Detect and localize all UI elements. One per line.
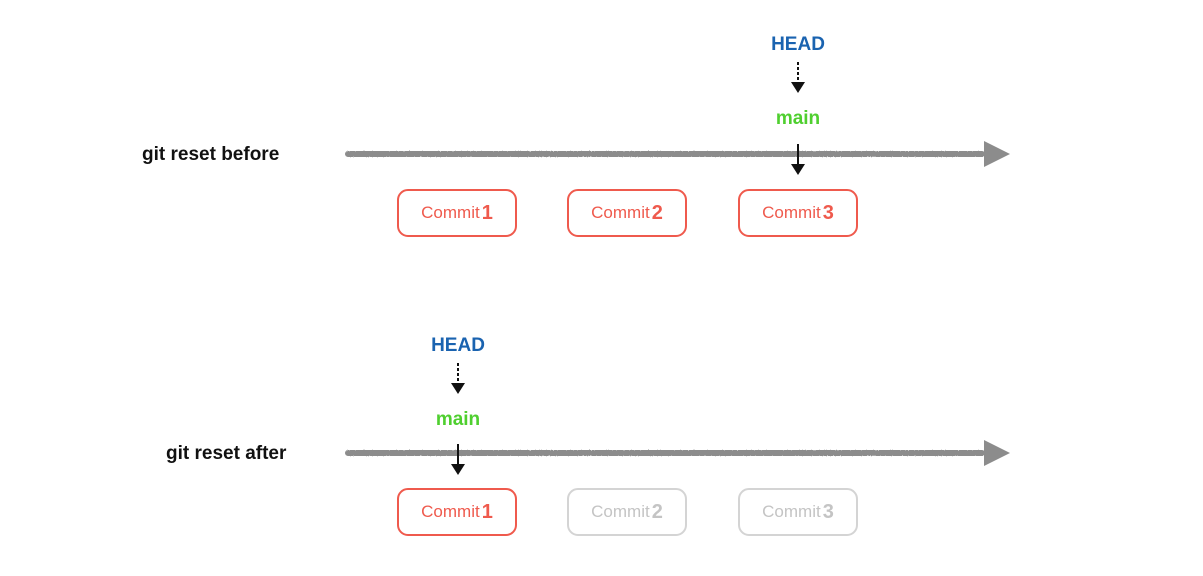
commit-number: 1 [481, 500, 493, 523]
commit-box-before-3: Commit 3 [738, 189, 858, 237]
commit-text: Commit [421, 502, 480, 521]
commit-number: 1 [481, 201, 493, 224]
commit-text: Commit [762, 502, 821, 521]
head-label-after: HEAD [431, 335, 485, 356]
commit-number: 2 [651, 201, 663, 224]
commit-text: Commit [421, 203, 480, 222]
commit-box-after-1: Commit 1 [397, 488, 517, 536]
commit-number: 3 [822, 500, 834, 523]
main-branch-label-before: main [775, 108, 821, 129]
commit-text: Commit [591, 502, 650, 521]
timeline-arrowhead-before [984, 141, 1010, 167]
main-branch-label-after: main [435, 409, 481, 430]
commit-box-after-3-faded: Commit 3 [738, 488, 858, 536]
commit-box-before-1: Commit 1 [397, 189, 517, 237]
row-label-before: git reset before [142, 144, 280, 165]
timeline-before [345, 151, 985, 157]
head-to-main-arrow-after [451, 363, 465, 394]
head-to-main-arrow-before [791, 62, 805, 93]
row-label-after: git reset after [166, 443, 287, 464]
main-to-commit-arrow-after [451, 444, 465, 475]
commit-text: Commit [591, 203, 650, 222]
commit-number: 3 [822, 201, 834, 224]
commit-box-before-2: Commit 2 [567, 189, 687, 237]
commit-box-after-2-faded: Commit 2 [567, 488, 687, 536]
commit-number: 2 [651, 500, 663, 523]
commit-text: Commit [762, 203, 821, 222]
timeline-arrowhead-after [984, 440, 1010, 466]
main-to-commit-arrow-before [791, 144, 805, 175]
timeline-after [345, 450, 985, 456]
head-label-before: HEAD [771, 34, 825, 55]
